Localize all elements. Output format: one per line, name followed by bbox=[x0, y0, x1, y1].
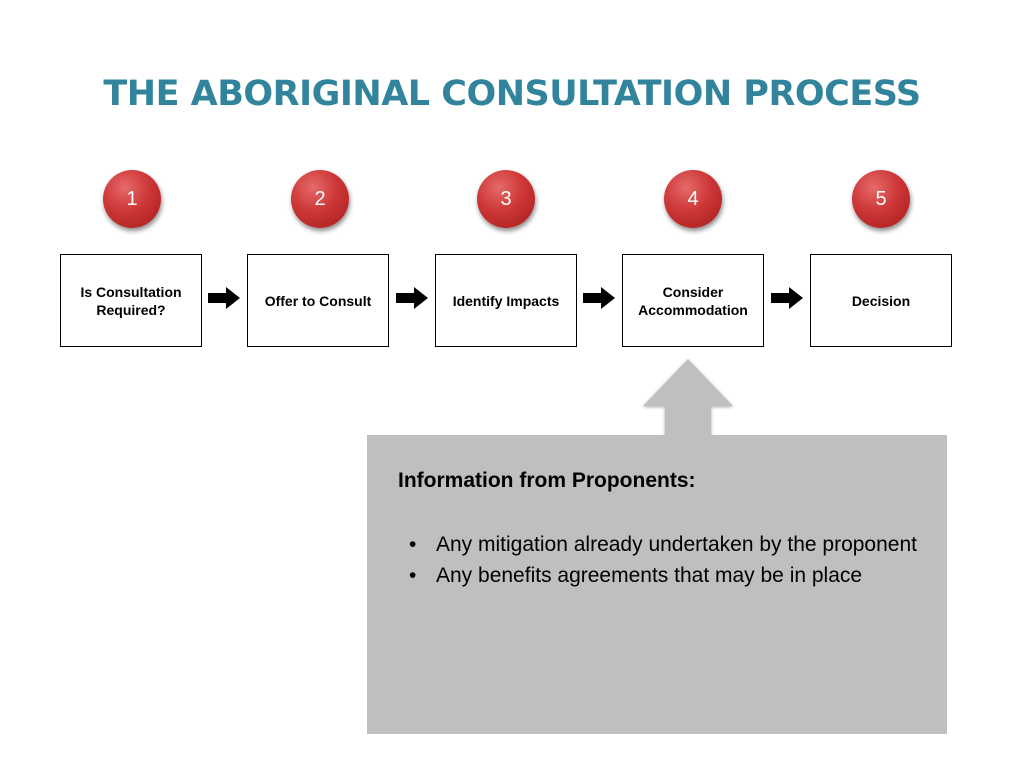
step-box-1: Is Consultation Required? bbox=[60, 254, 202, 347]
list-item: • Any mitigation already undertaken by t… bbox=[405, 529, 925, 560]
step-box-4: Consider Accommodation bbox=[622, 254, 764, 347]
step-number-badge-1: 1 bbox=[103, 170, 161, 228]
step-label-2: Offer to Consult bbox=[264, 292, 372, 309]
step-box-3: Identify Impacts bbox=[435, 254, 577, 347]
info-panel: Information from Proponents: • Any mitig… bbox=[367, 435, 947, 734]
step-label-4: Consider Accommodation bbox=[638, 283, 748, 318]
step-box-2: Offer to Consult bbox=[247, 254, 389, 347]
step-box-5: Decision bbox=[810, 254, 952, 347]
flow-arrow-icon-4 bbox=[771, 287, 803, 309]
list-item: • Any benefits agreements that may be in… bbox=[405, 560, 925, 591]
info-item-text-1: Any mitigation already undertaken by the… bbox=[436, 533, 917, 556]
bullet-icon: • bbox=[409, 533, 417, 556]
flow-arrow-icon-2 bbox=[396, 287, 428, 309]
flow-arrow-icon-3 bbox=[583, 287, 615, 309]
up-arrow-icon bbox=[643, 359, 733, 438]
info-list: • Any mitigation already undertaken by t… bbox=[405, 529, 925, 591]
bullet-icon: • bbox=[409, 564, 417, 587]
info-item-text-2: Any benefits agreements that may be in p… bbox=[436, 564, 863, 587]
info-heading: Information from Proponents: bbox=[398, 469, 696, 492]
flow-arrow-icon-1 bbox=[208, 287, 240, 309]
step-number-badge-2: 2 bbox=[291, 170, 349, 228]
step-label-3: Identify Impacts bbox=[452, 292, 560, 309]
step-number-badge-4: 4 bbox=[664, 170, 722, 228]
step-number-badge-5: 5 bbox=[852, 170, 910, 228]
slide-title: THE ABORIGINAL CONSULTATION PROCESS bbox=[103, 74, 921, 114]
step-label-5: Decision bbox=[851, 292, 911, 309]
step-label-1: Is Consultation Required? bbox=[80, 283, 182, 318]
step-number-badge-3: 3 bbox=[477, 170, 535, 228]
